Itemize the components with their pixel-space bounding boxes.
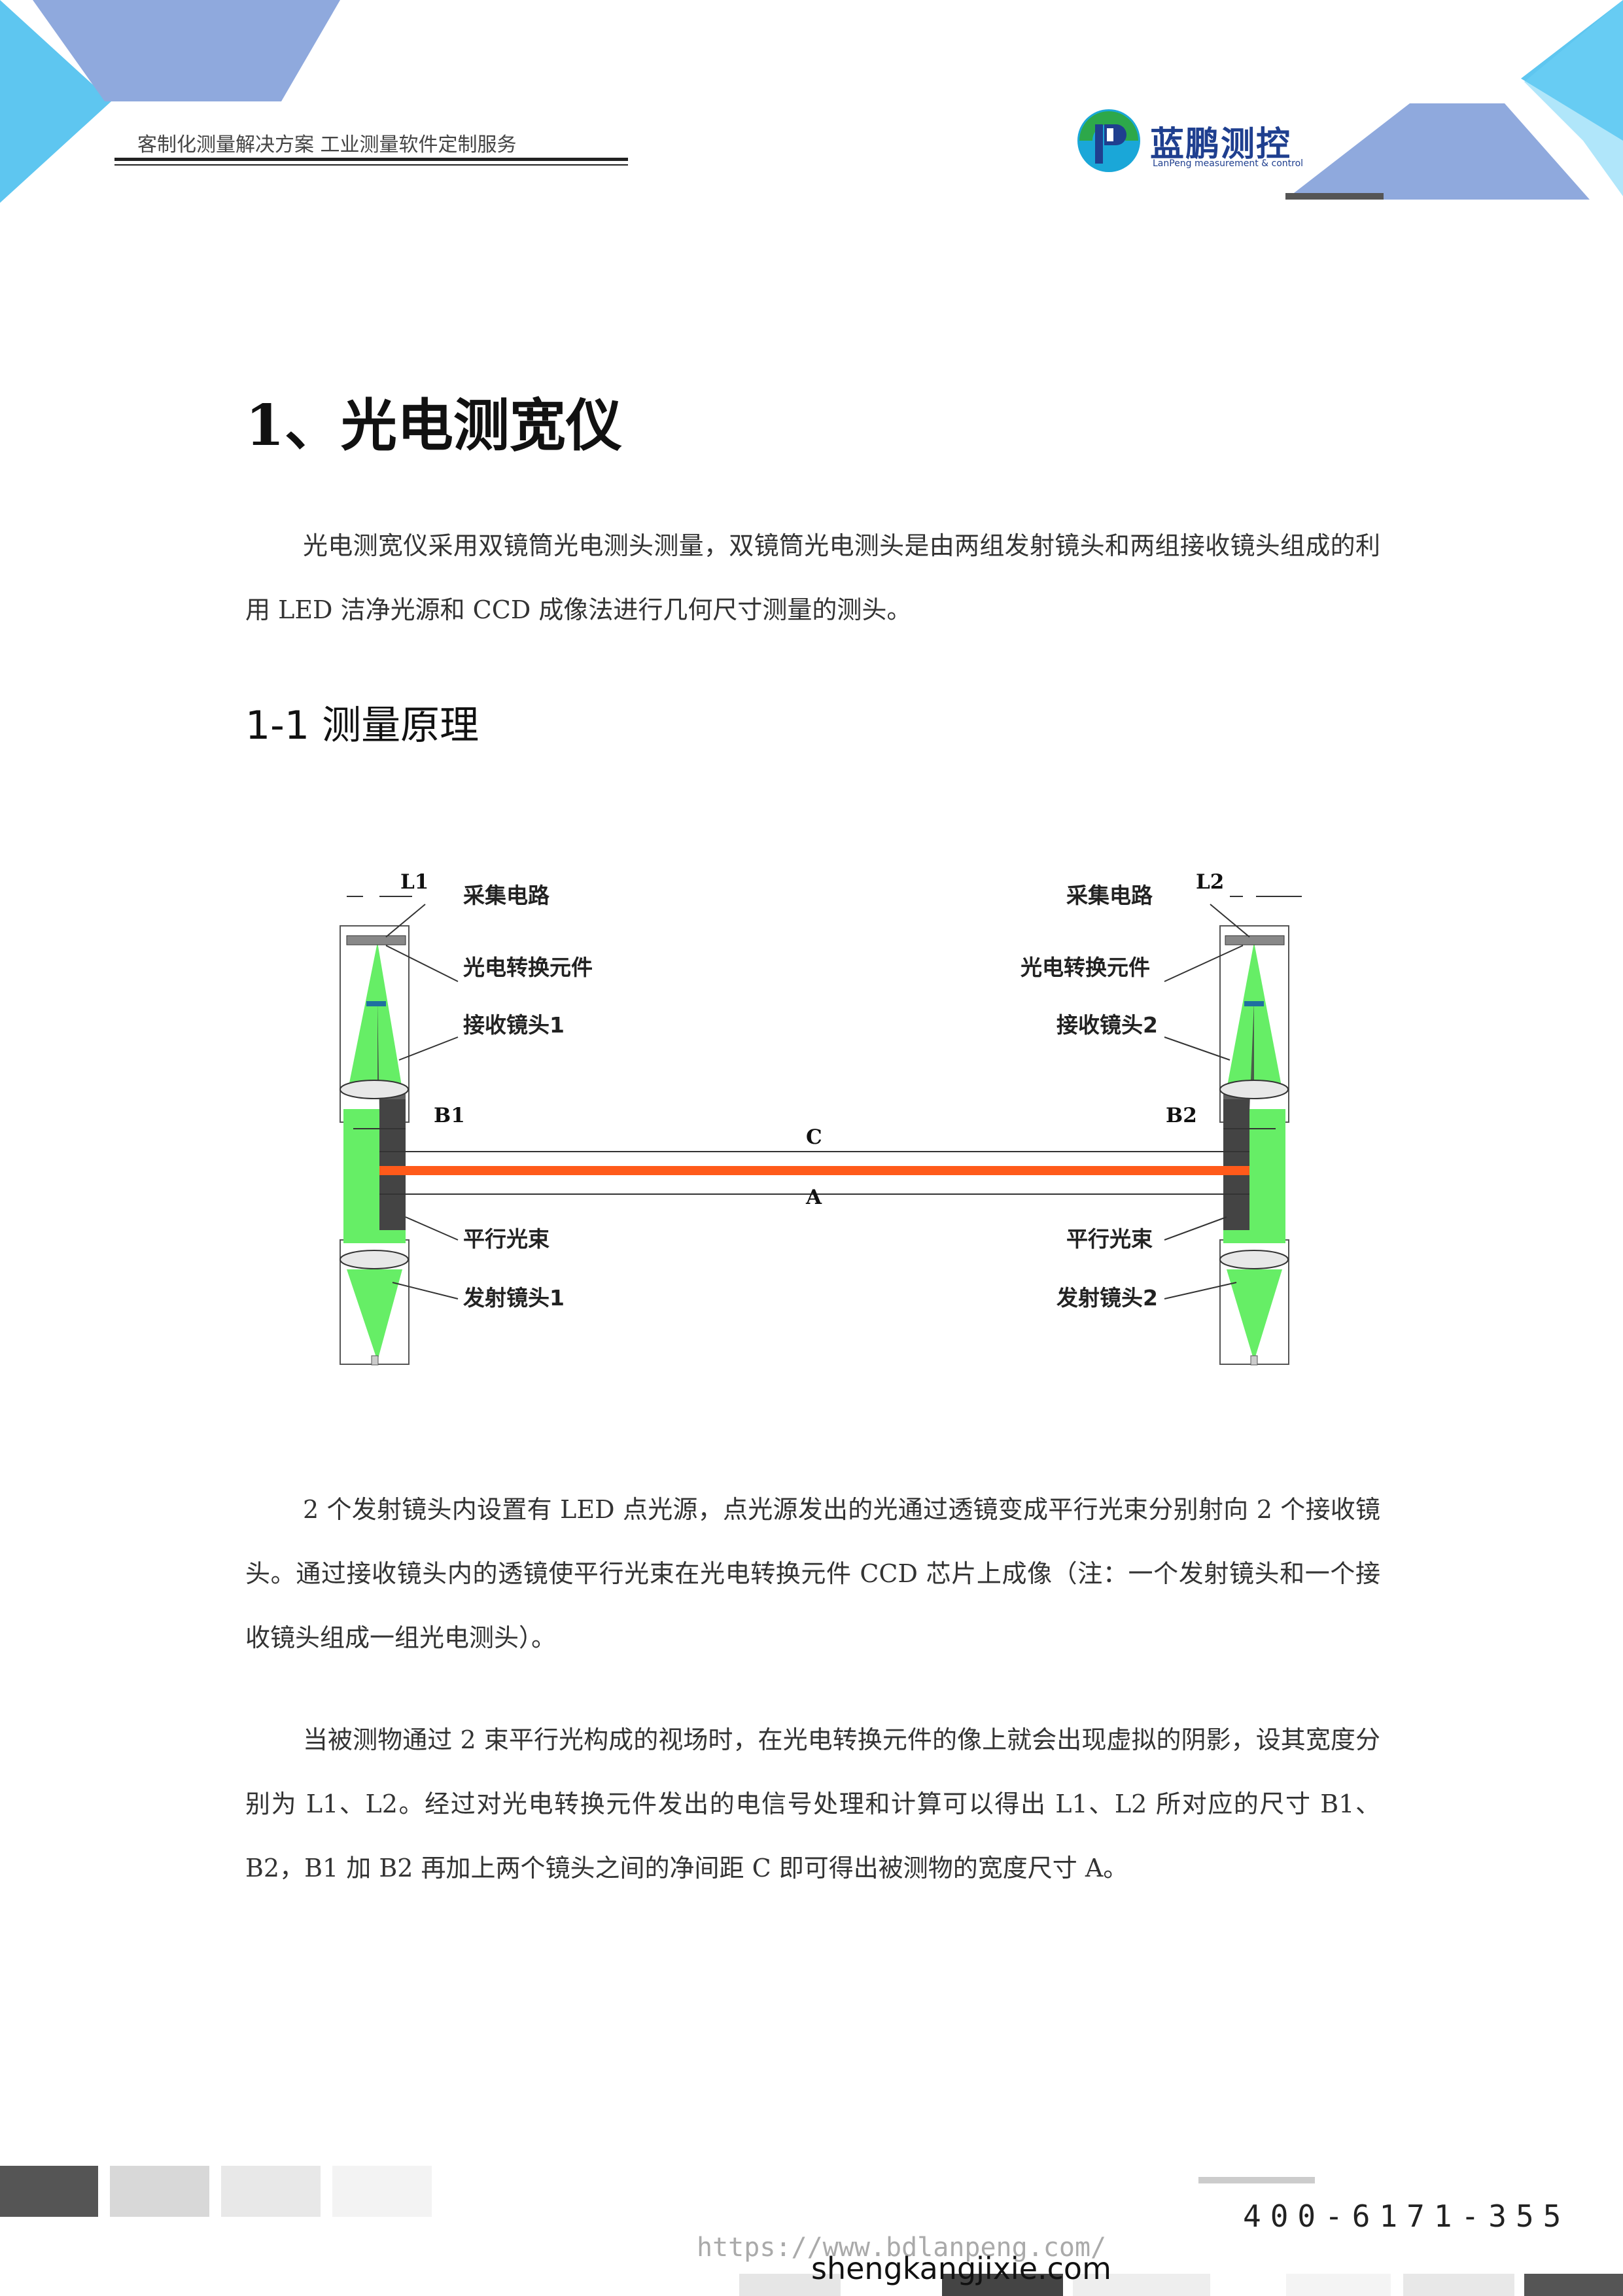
footer-decoration xyxy=(0,2166,1623,2296)
label-right-collect: 采集电路 xyxy=(1066,883,1153,908)
label-left-converter: 光电转换元件 xyxy=(463,955,593,980)
right-trapezoid-blue xyxy=(1285,103,1590,200)
left-led xyxy=(371,1355,379,1366)
footer-watermark: shengkangjixie.com xyxy=(811,2251,1111,2286)
left-receiver-lens xyxy=(340,1080,409,1099)
right-ccd xyxy=(1244,1001,1264,1006)
header-rule-thin xyxy=(114,164,628,166)
label-B2: B2 xyxy=(1166,1104,1197,1127)
footer-url[interactable]: https://www.bdlanpeng.com/ xyxy=(697,2233,1107,2263)
left-receiver-cone xyxy=(348,942,402,1089)
right-emitter-lens xyxy=(1219,1250,1289,1269)
label-right-converter: 光电转换元件 xyxy=(1021,955,1150,980)
paragraph-2: 2 个发射镜头内设置有 LED 点光源，点光源发出的光通过透镜变成平行光束分别射… xyxy=(245,1495,1380,1652)
right-led xyxy=(1250,1355,1258,1366)
footer-phone: 400-6171-355 xyxy=(1243,2199,1571,2234)
page-title: 1、光电测宽仪 xyxy=(245,393,622,459)
right-receiver-cone xyxy=(1227,942,1282,1089)
label-right-emitter: 发射镜头2 xyxy=(1056,1285,1158,1311)
right-receiver-lens xyxy=(1219,1080,1289,1099)
right-emitter-cone xyxy=(1227,1269,1282,1361)
left-ccd xyxy=(366,1001,386,1006)
left-trapezoid-blue xyxy=(33,0,340,101)
label-L1: L1 xyxy=(400,870,428,894)
label-A: A xyxy=(805,1186,822,1209)
left-sensor xyxy=(346,935,406,945)
header-rule-thick xyxy=(114,158,628,161)
brand-subtitle: LanPeng measurement & control xyxy=(1153,158,1304,169)
left-triangle-cyan xyxy=(0,0,111,203)
header-decoration xyxy=(0,0,1623,203)
label-L2: L2 xyxy=(1196,870,1224,894)
intro-paragraph: 光电测宽仪采用双镜筒光电测头测量，双镜筒光电测头是由两组发射镜头和两组接收镜头组… xyxy=(245,531,1380,624)
label-left-beam: 平行光束 xyxy=(463,1226,550,1252)
measurement-principle-diagram: L1 采集电路 光电转换元件 接收镜头1 B1 平行光束 发射镜头1 L2 采集… xyxy=(340,870,1302,1366)
paragraph-3: 当被测物通过 2 束平行光构成的视场时，在光电转换元件的像上就会出现虚拟的阴影，… xyxy=(245,1725,1380,1882)
measured-object xyxy=(379,1166,1249,1175)
label-left-emitter: 发射镜头1 xyxy=(463,1285,565,1311)
right-shadow-bar xyxy=(1223,1099,1249,1230)
brand-logo-icon xyxy=(1077,109,1140,172)
brand-name: 蓝鹏测控 xyxy=(1150,125,1292,164)
label-C: C xyxy=(806,1125,822,1149)
left-shadow-bar xyxy=(379,1099,406,1230)
label-right-receiver: 接收镜头2 xyxy=(1056,1012,1158,1038)
header-tagline: 客制化测量解决方案 工业测量软件定制服务 xyxy=(137,133,517,156)
label-B1: B1 xyxy=(434,1104,465,1127)
right-triangle-cyan-2 xyxy=(1524,0,1623,196)
left-emitter-cone xyxy=(347,1269,402,1361)
section-heading: 1-1 测量原理 xyxy=(245,703,480,749)
right-sensor xyxy=(1225,935,1285,945)
left-emitter-lens xyxy=(340,1250,409,1269)
right-underline xyxy=(1285,193,1384,200)
label-left-collect: 采集电路 xyxy=(463,883,550,908)
label-right-beam: 平行光束 xyxy=(1066,1226,1153,1252)
label-left-receiver: 接收镜头1 xyxy=(463,1012,565,1038)
